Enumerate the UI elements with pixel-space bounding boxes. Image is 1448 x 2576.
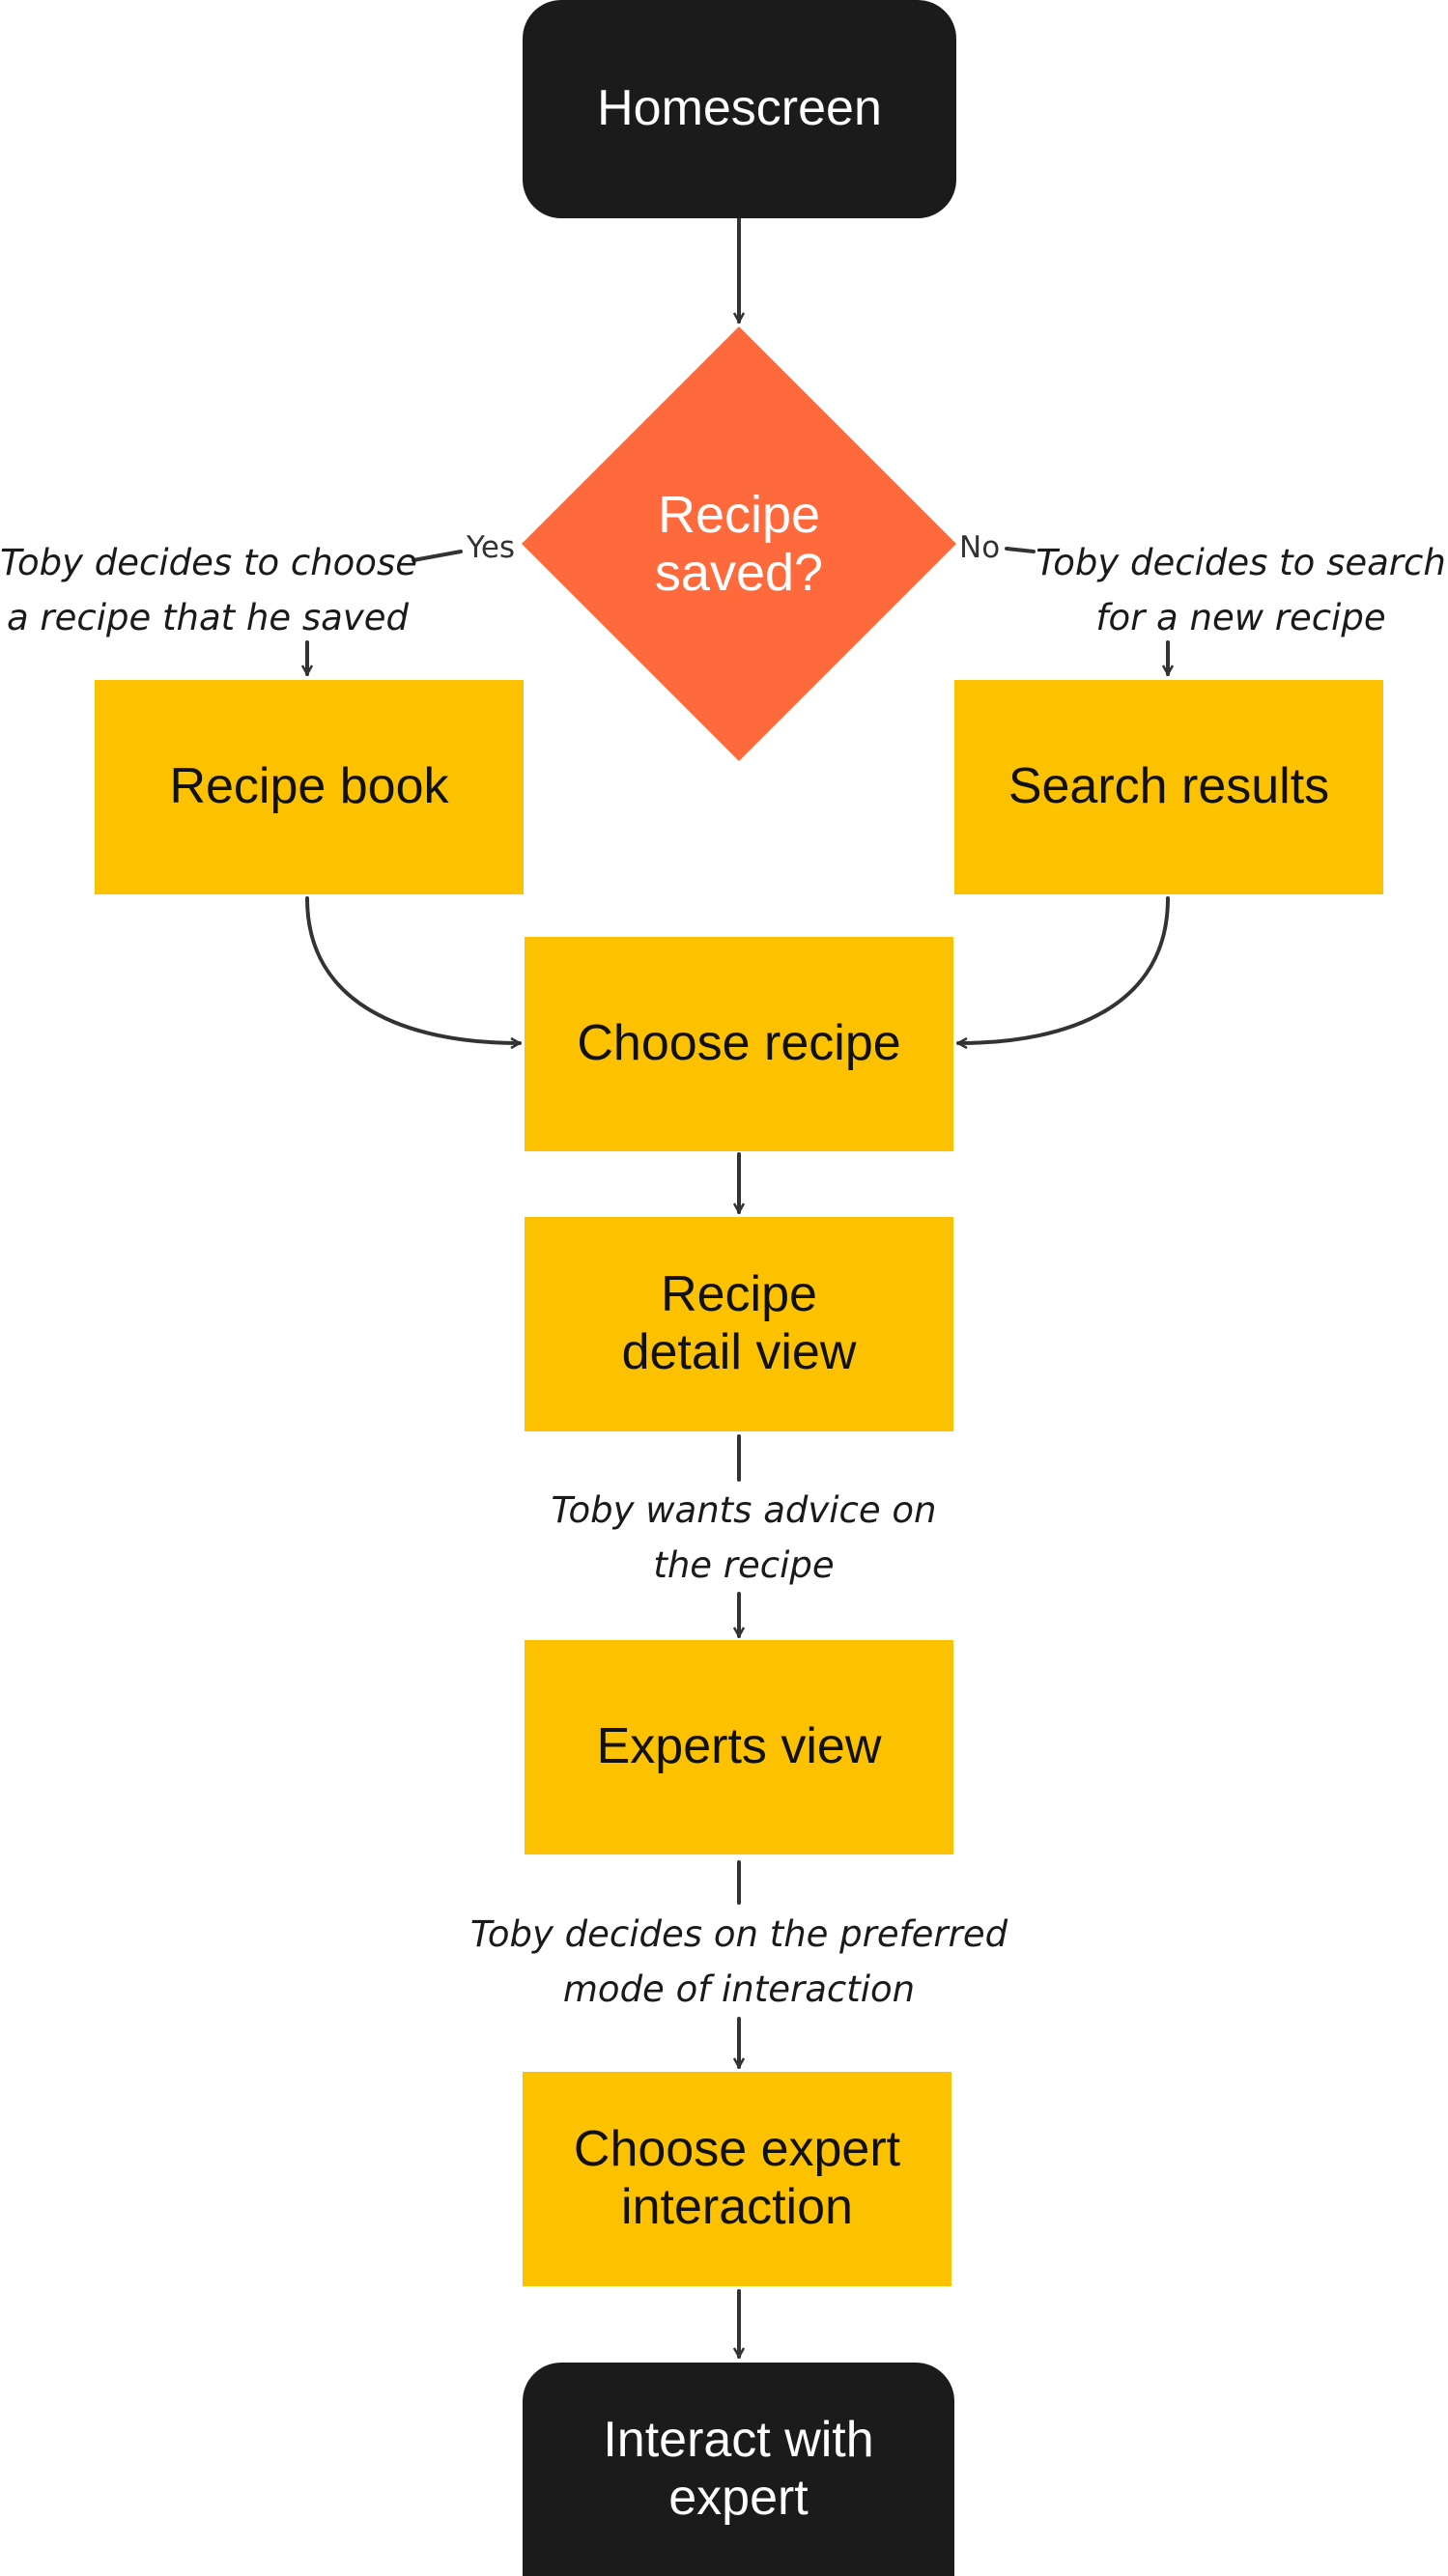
no-label: No bbox=[959, 530, 1001, 565]
note-wants-advice: Toby wants advice on the recipe bbox=[502, 1483, 985, 1593]
decision-diamond-shape bbox=[522, 326, 956, 761]
note-line: Toby decides to search bbox=[1036, 542, 1446, 583]
recipe-book-label: Recipe book bbox=[169, 758, 449, 815]
choose-recipe-node: Choose recipe bbox=[525, 937, 953, 1151]
homescreen-label: Homescreen bbox=[597, 80, 882, 137]
decision-label: Recipe saved? bbox=[654, 485, 824, 602]
interact-expert-node: Interact with expert bbox=[523, 2363, 954, 2576]
arrow-search-results-to-choose bbox=[958, 896, 1170, 1043]
homescreen-node: Homescreen bbox=[523, 0, 956, 218]
recipe-book-node: Recipe book bbox=[95, 680, 524, 894]
recipe-detail-node: Recipe detail view bbox=[525, 1217, 953, 1431]
note-line: Toby decides to choose bbox=[0, 542, 417, 583]
experts-view-label: Experts view bbox=[596, 1718, 882, 1775]
note-line: the recipe bbox=[653, 1544, 835, 1586]
recipe-detail-label: Recipe detail view bbox=[621, 1266, 857, 1380]
experts-view-node: Experts view bbox=[525, 1640, 953, 1854]
note-line: for a new recipe bbox=[1095, 597, 1386, 638]
search-results-node: Search results bbox=[954, 680, 1383, 894]
connector-no bbox=[1005, 547, 1036, 553]
yes-label: Yes bbox=[467, 530, 516, 565]
connector-yes bbox=[412, 550, 463, 562]
arrow-recipe-book-to-choose bbox=[305, 896, 520, 1043]
search-results-label: Search results bbox=[1008, 758, 1330, 815]
decision-node: Recipe saved? bbox=[522, 326, 956, 761]
note-chose-saved: Toby decides to choose a recipe that he … bbox=[0, 535, 417, 645]
interact-expert-label: Interact with expert bbox=[603, 2411, 874, 2526]
note-search-new: Toby decides to search for a new recipe bbox=[1034, 535, 1448, 645]
note-line: mode of interaction bbox=[562, 1968, 916, 2010]
choose-recipe-label: Choose recipe bbox=[577, 1015, 901, 1072]
choose-expert-node: Choose expert interaction bbox=[523, 2072, 951, 2286]
choose-expert-label: Choose expert interaction bbox=[573, 2121, 901, 2235]
note-line: a recipe that he saved bbox=[6, 597, 409, 638]
note-line: Toby decides on the preferred bbox=[469, 1913, 1008, 1955]
note-preferred-mode: Toby decides on the preferred mode of in… bbox=[444, 1907, 1034, 2017]
note-line: Toby wants advice on bbox=[551, 1489, 937, 1531]
